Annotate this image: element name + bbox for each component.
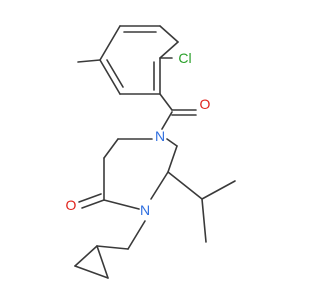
bond-chiso-ipr — [167, 171, 203, 200]
bond-nbottom-ch2 — [127, 220, 146, 250]
diazepane-bond-ch2c-ntop — [166, 138, 178, 147]
bond-ch2-cyclopropyl — [96, 245, 129, 250]
bond-ipr-me2 — [201, 198, 207, 243]
ring-bond-c5-c6 — [99, 59, 121, 95]
cyclopropyl-bond-a — [74, 245, 98, 267]
ring-bond-c1-c2 — [159, 41, 179, 59]
cyclopropyl-bond-c — [96, 245, 109, 279]
bond-amide-o-double — [78, 193, 102, 203]
ring-bond-c5-c6-inner — [106, 59, 124, 88]
aromatic-ring — [99, 25, 179, 95]
ketone-oxygen-label: O — [200, 96, 211, 112]
molecule-structure: Cl O N O N — [66, 25, 236, 279]
cyclopropyl-ring — [74, 245, 109, 279]
ring-bond-c2-c3 — [159, 25, 179, 43]
bond-amide-o — [81, 199, 105, 209]
diazepane-bond-ch2a-ch2b — [103, 138, 119, 159]
bond-ipr-me1 — [201, 180, 236, 200]
amide-oxygen-label: O — [66, 197, 77, 213]
chlorine-atom-label: Cl — [178, 50, 191, 66]
molecule-canvas: Cl O N O N — [66, 25, 236, 279]
diazepane-bond-co-nbottom — [103, 199, 140, 210]
diazepane-bond-chiso-ch2c — [167, 145, 178, 173]
ring-bond-c4-c5 — [99, 25, 121, 61]
diazepane-bond-nbottom-chiso — [150, 171, 169, 200]
bottom-nitrogen-label: N — [140, 202, 150, 218]
diazepane-ring — [103, 138, 178, 210]
bond-carbonyl-n-top — [161, 111, 173, 130]
cyclopropyl-bond-b — [74, 265, 109, 279]
top-nitrogen-label: N — [155, 128, 165, 144]
bond-ring-methyl — [77, 59, 101, 63]
bond-ring-carbonyl — [159, 93, 173, 111]
